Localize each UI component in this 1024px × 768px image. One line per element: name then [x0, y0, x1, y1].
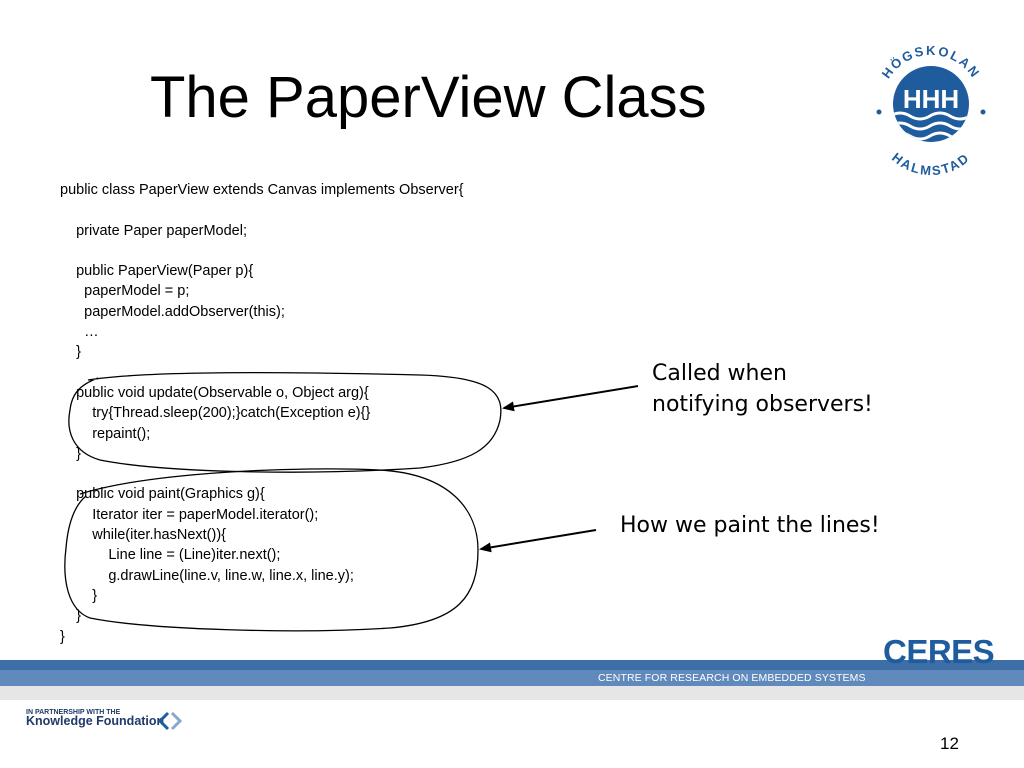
footer-shadow — [0, 686, 1024, 700]
code-line: public void paint(Graphics g){ — [60, 486, 265, 503]
code-line: paperModel = p; — [60, 283, 190, 300]
code-line: } — [60, 445, 81, 462]
university-logo: HHH HÖGSKOLAN HALMSTAD — [876, 43, 986, 178]
update-annotation-line1: Called when — [652, 361, 787, 386]
paint-annotation: How we paint the lines! — [620, 513, 880, 538]
logo-dot-left — [876, 109, 882, 115]
code-line: } — [60, 628, 65, 645]
code-line: } — [60, 587, 98, 604]
code-line: } — [60, 608, 81, 625]
footer-band — [0, 670, 1024, 686]
code-line: try{Thread.sleep(200);}catch(Exception e… — [60, 405, 371, 422]
ceres-logo: CERES — [883, 633, 995, 670]
update-annotation-line2: notifying observers! — [652, 392, 873, 417]
code-line: repaint(); — [60, 425, 151, 442]
paint-arrow — [479, 529, 597, 553]
code-line: public void update(Observable o, Object … — [60, 384, 369, 401]
code-block: public class PaperView extends Canvas im… — [60, 180, 464, 647]
update-arrow — [502, 385, 639, 412]
slide-title: The PaperView Class — [150, 65, 707, 130]
university-disc — [893, 66, 969, 142]
footer-stripe — [0, 660, 1024, 670]
partner-name: Knowledge Foundation — [26, 714, 165, 728]
code-line: public PaperView(Paper p){ — [60, 263, 254, 280]
update-annotation: Called when notifying observers! — [652, 358, 873, 420]
code-line: g.drawLine(line.v, line.w, line.x, line.… — [60, 567, 354, 584]
code-line: private Paper paperModel; — [60, 222, 247, 239]
code-line — [60, 464, 464, 484]
logo-dot-right — [980, 109, 986, 115]
code-line: paperModel.addObserver(this); — [60, 303, 285, 320]
partner-prefix: IN PARTNERSHIP WITH THE — [26, 709, 121, 716]
code-line: … — [60, 324, 99, 341]
code-line: Iterator iter = paperModel.iterator(); — [60, 506, 319, 523]
university-mark: HHH — [903, 84, 959, 114]
knowledge-foundation-chevron-icon — [157, 711, 183, 731]
page-number: 12 — [940, 734, 959, 753]
code-line: Line line = (Line)iter.next(); — [60, 547, 281, 564]
university-name-bottom: HALMSTAD — [889, 150, 973, 178]
code-line: } — [60, 344, 81, 361]
code-line: while(iter.hasNext()){ — [60, 527, 226, 544]
ceres-tagline: CENTRE FOR RESEARCH ON EMBEDDED SYSTEMS — [598, 672, 866, 684]
code-line: public class PaperView extends Canvas im… — [60, 182, 464, 198]
code-line — [60, 200, 464, 220]
code-line — [60, 241, 464, 261]
code-line — [60, 363, 464, 383]
